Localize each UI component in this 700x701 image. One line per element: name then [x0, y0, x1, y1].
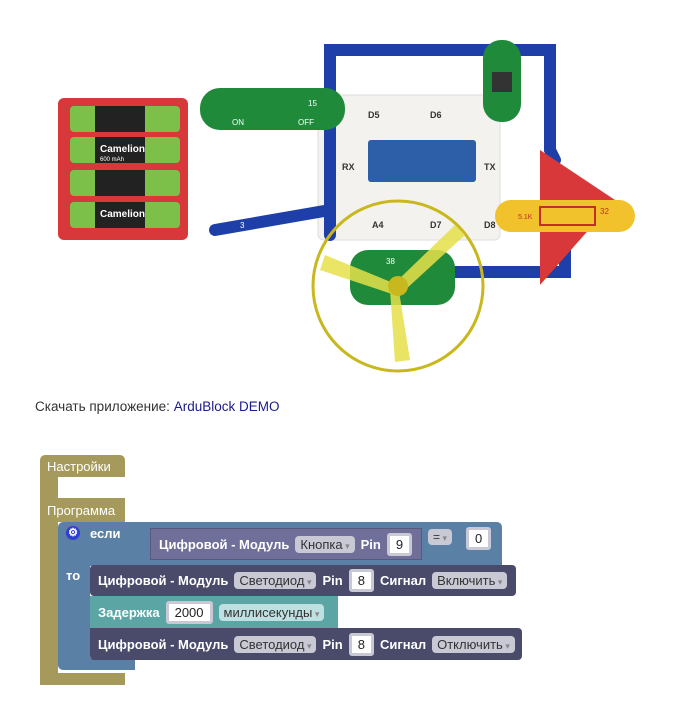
pin-label: Pin: [322, 573, 343, 588]
pin-label: Pin: [322, 636, 343, 652]
signal-label: Сигнал: [379, 636, 427, 652]
gear-icon[interactable]: ⚙: [66, 526, 80, 540]
module-dropdown[interactable]: Кнопка: [295, 535, 355, 553]
arduino-nano: [368, 140, 476, 182]
module-dropdown[interactable]: Светодиод: [234, 635, 317, 653]
setup-block[interactable]: Настройки: [40, 455, 125, 477]
board-label-rx: RX: [342, 162, 355, 172]
pin-label: Pin: [360, 536, 381, 552]
ardublock-demo-link[interactable]: ArduBlock DEMO: [173, 399, 280, 414]
compare-value-input[interactable]: 0: [466, 527, 492, 550]
circuit-photo: D5 D6 RX TX A4 D7 D8 Camelion 600 mAh Ca…: [58, 40, 635, 373]
module-dropdown[interactable]: Светодиод: [234, 572, 317, 589]
board-label-d7: D7: [430, 220, 442, 230]
program-label: Программа: [47, 502, 116, 518]
board-label-tx: TX: [484, 162, 496, 172]
signal-dropdown[interactable]: Отключить: [432, 635, 515, 653]
delay-label: Задержка: [98, 604, 160, 620]
digital-write-off-block[interactable]: Цифровой - Модуль Светодиод Pin 8 Сигнал…: [90, 628, 522, 660]
battery-capacity: 600 mAh: [100, 157, 124, 163]
resistor-value: 5.1K: [518, 214, 533, 221]
unit-dropdown[interactable]: миллисекунды: [218, 603, 325, 621]
wire-number: 3: [240, 221, 245, 230]
board-label-d5: D5: [368, 110, 380, 120]
switch-number: 15: [308, 99, 317, 108]
resistor-number: 32: [600, 207, 609, 216]
battery-brand: Camelion: [100, 144, 145, 155]
board-label-d6: D6: [430, 110, 442, 120]
if-label: если: [90, 526, 121, 541]
setup-label: Настройки: [47, 458, 111, 474]
delay-input[interactable]: 2000: [165, 600, 213, 624]
operator-dropdown[interactable]: =: [428, 529, 453, 545]
then-label: то: [66, 568, 81, 583]
pin-input[interactable]: 8: [348, 569, 374, 592]
board-labels: D5 D6 RX TX A4 D7 D8: [342, 110, 496, 230]
stmt1-prefix: Цифровой - Модуль: [98, 573, 229, 588]
switch-module: [200, 88, 345, 130]
delay-block[interactable]: Задержка 2000 миллисекунды: [90, 596, 338, 628]
fan-guard: [311, 199, 485, 373]
signal-dropdown[interactable]: Включить: [432, 572, 508, 589]
cond-prefix: Цифровой - Модуль: [159, 536, 290, 552]
svg-text:Camelion: Camelion: [100, 209, 145, 220]
switch-on-label: ON: [232, 118, 244, 127]
digital-write-on-block[interactable]: Цифровой - Модуль Светодиод Pin 8 Сигнал…: [90, 565, 516, 596]
if-block[interactable]: ⚙ если Цифровой - Модуль Кнопка Pin 9 = …: [58, 522, 502, 566]
download-label: Скачать приложение:: [35, 399, 170, 414]
motor-number: 38: [386, 257, 395, 266]
fan-blades: [320, 225, 465, 362]
stmt2-prefix: Цифровой - Модуль: [98, 636, 229, 652]
board-label-d8: D8: [484, 220, 496, 230]
switch-off-label: OFF: [298, 118, 314, 127]
board-label-a4: A4: [372, 220, 384, 230]
resistor-module: [495, 200, 635, 232]
program-block[interactable]: Программа: [40, 498, 125, 522]
digital-read-block[interactable]: Цифровой - Модуль Кнопка Pin 9: [150, 528, 422, 560]
signal-label: Сигнал: [379, 573, 427, 588]
pin-input[interactable]: 9: [386, 532, 413, 556]
pin-input[interactable]: 8: [348, 632, 374, 656]
download-line: Скачать приложение: ArduBlock DEMO: [35, 399, 279, 414]
